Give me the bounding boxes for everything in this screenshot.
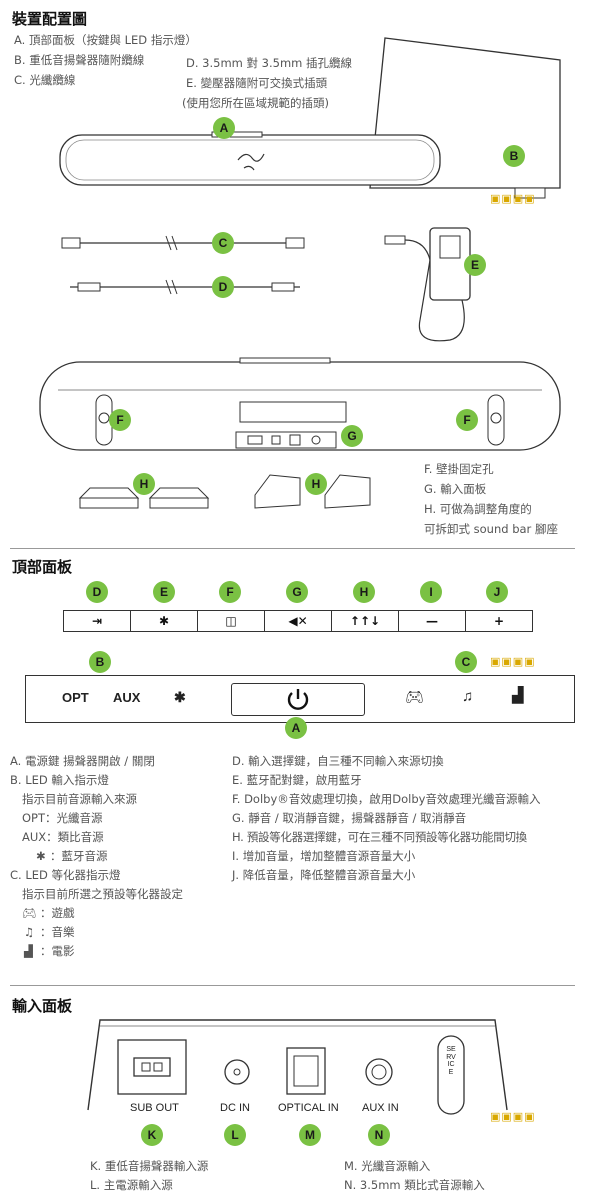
desc-music: ：音樂 bbox=[40, 925, 75, 939]
music-icon-small: ♫ bbox=[24, 925, 35, 939]
port-label-sub-out: SUB OUT bbox=[130, 1102, 179, 1114]
badge-e: E bbox=[464, 254, 486, 276]
desc-c: C. 光纖纜線 bbox=[14, 73, 76, 87]
desc-aux: AUX：類比音源 bbox=[22, 830, 104, 844]
section-title-layout: 裝置配置圖 bbox=[12, 10, 88, 28]
badge-m: M bbox=[299, 1124, 321, 1146]
bluetooth-led-icon: ✱ bbox=[174, 689, 186, 705]
desc-g: G. 輸入面板 bbox=[424, 482, 487, 496]
desc-input-select: D. 輸入選擇鍵，自三種不同輸入來源切換 bbox=[232, 754, 444, 768]
divider-2 bbox=[10, 985, 575, 986]
power-button[interactable] bbox=[231, 683, 365, 716]
gamepad-icon: 🎮︎ bbox=[405, 689, 425, 706]
section-title-top-panel: 頂部面板 bbox=[12, 558, 73, 576]
device-layout-illustration bbox=[39, 37, 561, 509]
power-icon bbox=[287, 689, 309, 710]
desc-mute: G. 靜音 / 取消靜音鍵，揚聲器靜音 / 取消靜音 bbox=[232, 811, 467, 825]
desc-led-input: B. LED 輸入指示燈 bbox=[10, 773, 109, 787]
bluetooth-button[interactable]: ✱ bbox=[130, 610, 198, 632]
badge-i-btn: I bbox=[420, 581, 442, 603]
volume-down-button[interactable]: — bbox=[398, 610, 466, 632]
desc-vol-up: I. 增加音量，增加整體音源音量大小 bbox=[232, 849, 416, 863]
desc-f: F. 壁掛固定孔 bbox=[424, 462, 494, 476]
eq-button[interactable]: ↑↑↓ bbox=[331, 610, 399, 632]
badge-b: B bbox=[503, 145, 525, 167]
desc-power: A. 電源鍵 揚聲器開啟 / 關閉 bbox=[10, 754, 155, 768]
badge-k: K bbox=[141, 1124, 163, 1146]
badge-h-right: H bbox=[305, 473, 327, 495]
watermark-logo-2: ▣▣▣▣ bbox=[490, 655, 536, 668]
desc-d: D. 3.5mm 對 3.5mm 插孔纜線 bbox=[186, 56, 353, 70]
desc-e2: (使用您所在區域規範的插頭) bbox=[182, 96, 329, 110]
clapperboard-icon: ▟ bbox=[512, 687, 524, 704]
mute-button[interactable]: ◀✕ bbox=[264, 610, 332, 632]
desc-k: K. 重低音揚聲器輸入源 bbox=[90, 1159, 209, 1173]
desc-h2: 可拆卸式 sound bar 腳座 bbox=[424, 522, 558, 536]
desc-bluetooth: ：藍牙音源 bbox=[50, 849, 108, 863]
badge-j-btn: J bbox=[486, 581, 508, 603]
desc-opt: OPT：光纖音源 bbox=[22, 811, 103, 825]
badge-l: L bbox=[224, 1124, 246, 1146]
desc-dolby: F. Dolby®音效處理切換，啟用Dolby音效處理光纖音源輸入 bbox=[232, 792, 541, 806]
desc-a: A. 頂部面板（按鍵與 LED 指示燈） bbox=[14, 33, 197, 47]
badge-a-power: A bbox=[285, 717, 307, 739]
desc-h1: H. 可做為調整角度的 bbox=[424, 502, 532, 516]
desc-movie: ：電影 bbox=[40, 944, 75, 958]
desc-l: L. 主電源輸入源 bbox=[90, 1178, 173, 1192]
port-label-optical-in: OPTICAL IN bbox=[278, 1102, 339, 1114]
section-title-input-panel: 輸入面板 bbox=[12, 997, 73, 1015]
badge-n: N bbox=[368, 1124, 390, 1146]
desc-b: B. 重低音揚聲器隨附纜線 bbox=[14, 53, 145, 67]
watermark-logo: ▣▣▣▣ bbox=[490, 192, 536, 205]
desc-led-eq: C. LED 等化器指示燈 bbox=[10, 868, 121, 882]
badge-b-led: B bbox=[89, 651, 111, 673]
desc-e1: E. 變壓器隨附可交換式插頭 bbox=[186, 76, 328, 90]
input-select-button[interactable]: ⇥ bbox=[63, 610, 131, 632]
watermark-logo-3: ▣▣▣▣ bbox=[490, 1110, 536, 1123]
badge-e-btn: E bbox=[153, 581, 175, 603]
badge-d-btn: D bbox=[86, 581, 108, 603]
volume-up-button[interactable]: + bbox=[465, 610, 533, 632]
port-label-dc-in: DC IN bbox=[220, 1102, 250, 1114]
gamepad-icon-small: 🎮︎ bbox=[22, 906, 37, 920]
badge-c: C bbox=[212, 232, 234, 254]
input-panel-illustration bbox=[87, 1019, 508, 1115]
badge-g: G bbox=[341, 425, 363, 447]
badge-h-left: H bbox=[133, 473, 155, 495]
badge-c-led: C bbox=[455, 651, 477, 673]
desc-n: N. 3.5mm 類比式音源輸入 bbox=[344, 1178, 485, 1192]
led-opt-label: OPT bbox=[62, 690, 89, 705]
desc-bt-pair: E. 藍牙配對鍵，啟用藍牙 bbox=[232, 773, 362, 787]
badge-f-btn: F bbox=[219, 581, 241, 603]
badge-d: D bbox=[212, 276, 234, 298]
clapperboard-icon-small: ▟ bbox=[24, 944, 33, 958]
dolby-button[interactable]: ◫ bbox=[197, 610, 265, 632]
desc-game: ：遊戲 bbox=[40, 906, 75, 920]
desc-led-eq-sub: 指示目前所選之預設等化器設定 bbox=[22, 887, 183, 901]
desc-m: M. 光纖音源輸入 bbox=[344, 1159, 431, 1173]
badge-f-right: F bbox=[456, 409, 478, 431]
desc-eq: H. 預設等化器選擇鍵，可在三種不同預設等化器功能間切換 bbox=[232, 830, 527, 844]
music-note-icon: ♫ bbox=[462, 688, 474, 705]
badge-a: A bbox=[213, 117, 235, 139]
badge-h-btn: H bbox=[353, 581, 375, 603]
badge-g-btn: G bbox=[286, 581, 308, 603]
desc-led-input-sub: 指示目前音源輸入來源 bbox=[22, 792, 137, 806]
port-label-aux-in: AUX IN bbox=[362, 1102, 399, 1114]
badge-f-left: F bbox=[109, 409, 131, 431]
divider bbox=[10, 548, 575, 549]
bluetooth-icon: ✱ bbox=[36, 849, 46, 863]
desc-vol-down: J. 降低音量，降低整體音源音量大小 bbox=[232, 868, 416, 882]
led-aux-label: AUX bbox=[113, 690, 141, 705]
service-label: SERVICE bbox=[446, 1046, 456, 1076]
